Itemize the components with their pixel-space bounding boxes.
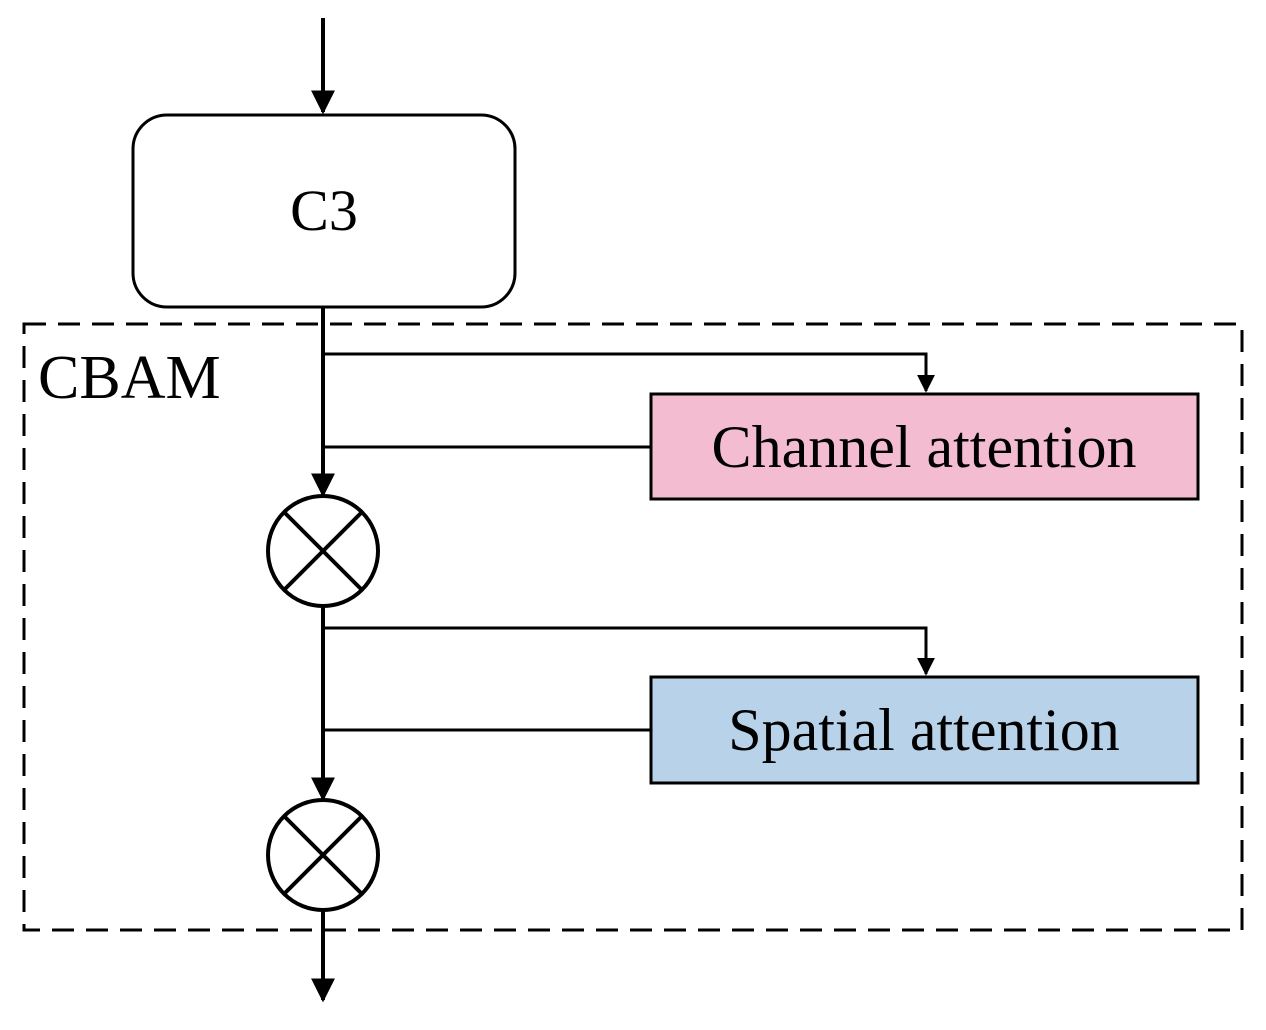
channel-attention-block: Channel attention [649,392,1200,501]
c3-label: C3 [290,178,358,243]
cbam-label: CBAM [38,344,221,412]
multiply-node-1 [266,494,380,608]
spatial-attention-block: Spatial attention [649,675,1200,785]
branch-to-spatial-attention [323,626,935,676]
cbam-dashed-border [22,322,1244,932]
cbam-container: CBAM [22,322,1244,932]
channel-attention-box [649,392,1200,501]
channel-attention-label: Channel attention [712,414,1137,480]
circle-times-stroke [282,510,364,592]
spatial-attention-label: Spatial attention [728,697,1120,763]
branch-to-channel-attention [323,352,935,393]
circle-times-stroke [282,814,364,896]
c3-block: C3 [131,113,517,309]
multiply-node-2 [266,798,380,912]
